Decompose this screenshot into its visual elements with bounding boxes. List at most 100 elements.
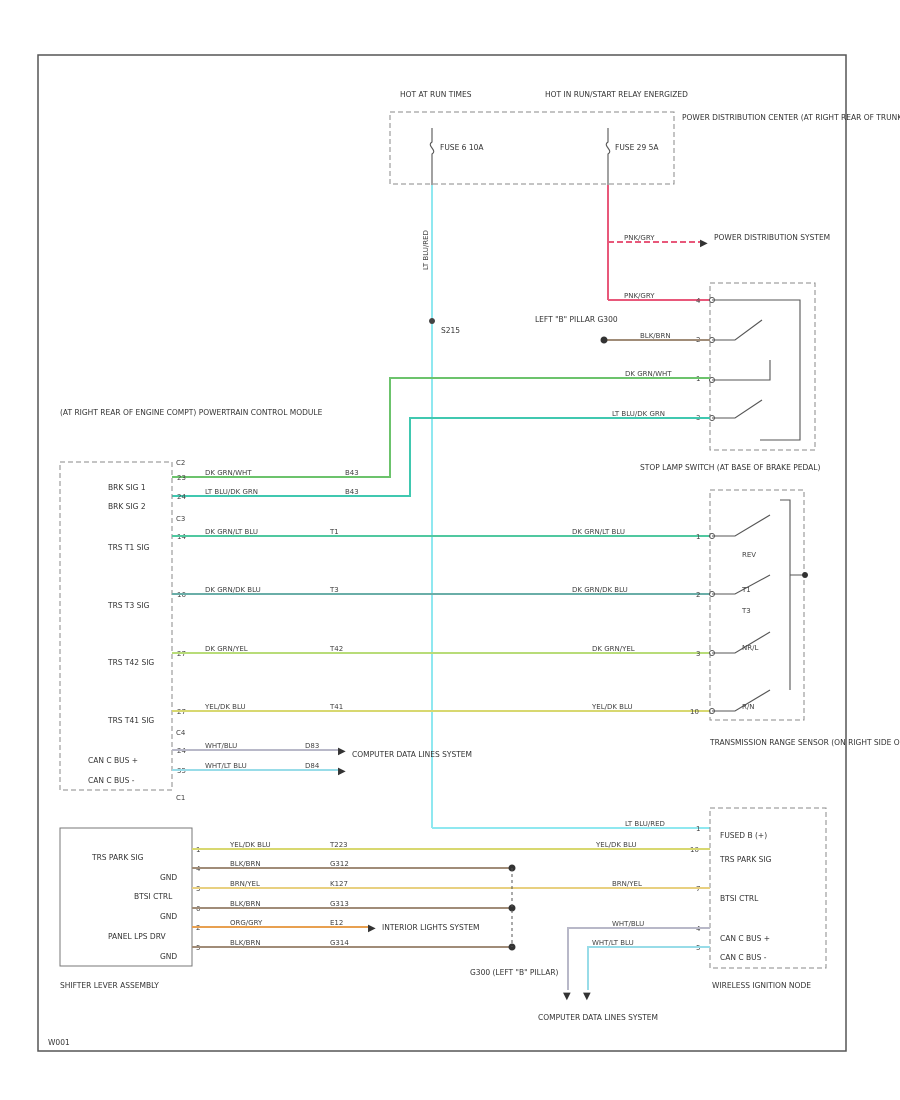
cdl-bottom-label: COMPUTER DATA LINES SYSTEM	[538, 1013, 658, 1022]
code-t3: T3	[329, 586, 339, 594]
cdl-bottom-arrow-1: ▼	[563, 991, 571, 1002]
trs-pos-t1: T1	[741, 586, 751, 594]
wire-label-wht-lt-blu-wim: WHT/LT BLU	[592, 939, 634, 947]
wire-label-yel-dk-blu-l: YEL/DK BLU	[204, 703, 246, 711]
trs-pin-2: 2	[696, 591, 700, 599]
wire-wht-blu-wim	[567, 927, 710, 990]
wire-label-pnk-gry-b: PNK/GRY	[624, 292, 655, 300]
trs-node-3	[709, 650, 715, 656]
pcm-c1-label: C1	[176, 794, 185, 802]
trs-common-dot	[802, 572, 808, 578]
shifter-pin-trs-park: TRS PARK SIG	[91, 853, 144, 862]
cdl-bottom-arrow-2: ▼	[583, 991, 591, 1002]
code-t41: T41	[329, 703, 343, 711]
wire-lt-blu-dk-grn-brk2	[172, 417, 710, 497]
code-b43b: B43	[345, 488, 359, 496]
wim-pin-canc-minus: CAN C BUS -	[720, 953, 767, 962]
splice-s215-label: S215	[441, 326, 460, 335]
wire-label-blk-brn-s3: BLK/BRN	[230, 939, 261, 947]
pcm-c4-label: C4	[176, 729, 186, 737]
wire-dk-grn-wht-brk1	[172, 377, 710, 478]
pcm-pin-trst42: TRS T42 SIG	[107, 658, 154, 667]
pcm-cav-2: 24	[177, 493, 186, 501]
pcm-cav-1: 23	[177, 474, 186, 482]
pcm-pin-canc-plus: CAN C BUS +	[88, 756, 138, 765]
pcm-c3-label: C3	[176, 515, 185, 523]
switch-node-3	[709, 377, 715, 383]
code-e12: E12	[330, 919, 343, 927]
wire-label-pnk-gry-a: PNK/GRY	[624, 234, 655, 242]
code-t223: T223	[329, 841, 348, 849]
pcm-pin-canc-minus: CAN C BUS -	[88, 776, 135, 785]
cdl-mid-label: COMPUTER DATA LINES SYSTEM	[352, 750, 472, 759]
wire-label-brn-yel-wim: BRN/YEL	[612, 880, 642, 888]
g300-splice-2	[508, 904, 516, 912]
wire-wht-lt-blu-wim	[587, 946, 710, 990]
wire-label-lt-blu-dk-grn-sw: LT BLU/DK GRN	[612, 410, 665, 418]
code-g314: G314	[330, 939, 349, 947]
code-t1: T1	[329, 528, 339, 536]
wire-label-lt-blu-red-v: LT BLU/RED	[422, 230, 430, 270]
fuse-29-label: FUSE 29 5A	[615, 143, 659, 152]
wim-pin-trs-park: TRS PARK SIG	[719, 855, 772, 864]
wire-label-blk-brn-s2: BLK/BRN	[230, 900, 261, 908]
wim-label: WIRELESS IGNITION NODE	[712, 981, 811, 990]
stop-lamp-switch-label: STOP LAMP SWITCH (AT BASE OF BRAKE PEDAL…	[640, 463, 820, 472]
wire-label-blk-brn-sw: BLK/BRN	[640, 332, 671, 340]
trs-pos-rev: REV	[742, 551, 756, 559]
wire-label-wht-blu-wim: WHT/BLU	[612, 920, 644, 928]
wim-cav-1: 1	[696, 825, 700, 833]
wire-label-brn-yel-s: BRN/YEL	[230, 880, 260, 888]
trs-pos-t3: T3	[741, 607, 751, 615]
wire-label-wht-blu-can: WHT/BLU	[205, 742, 237, 750]
cdl-arrow-1: ▶	[338, 746, 346, 757]
ext-lights-label: INTERIOR LIGHTS SYSTEM	[382, 923, 480, 932]
trs-switches	[712, 499, 805, 712]
wim-pin-btsi: BTSI CTRL	[720, 894, 759, 903]
trs-pos-nrl: NR/L	[742, 644, 758, 652]
sw-pin-4: 4	[696, 297, 701, 305]
shifter-box	[59, 827, 193, 967]
pcm-pin-trst41: TRS T41 SIG	[107, 716, 154, 725]
diagram-frame	[37, 54, 847, 1052]
wire-label-wht-lt-blu-can: WHT/LT BLU	[205, 762, 247, 770]
hot-at-run-label: HOT AT RUN TIMES	[400, 90, 472, 99]
fuse-6-label: FUSE 6 10A	[440, 143, 484, 152]
wire-label-dk-grn-lt-blu-r: DK GRN/LT BLU	[572, 528, 625, 536]
shifter-pin-gnd2: GND	[160, 912, 177, 921]
wim-pin-fused: FUSED B (+)	[720, 831, 767, 840]
switch-contact-upper	[712, 299, 801, 441]
code-d83: D83	[305, 742, 319, 750]
trs-label: TRANSMISSION RANGE SENSOR (ON RIGHT SIDE…	[709, 738, 900, 747]
pcm-label: (AT RIGHT REAR OF ENGINE COMPT) POWERTRA…	[60, 408, 323, 417]
hot-in-run-label: HOT IN RUN/START RELAY ENERGIZED	[545, 90, 688, 99]
pds-arrow: ▶	[700, 238, 708, 249]
trs-box	[709, 489, 805, 721]
code-t42: T42	[329, 645, 343, 653]
wire-label-dk-grn-dk-blu-r: DK GRN/DK BLU	[572, 586, 628, 594]
trs-pos-rn: R/N	[742, 703, 754, 711]
cdl-arrow-2: ▶	[338, 766, 346, 777]
wim-pin-canc-plus: CAN C BUS +	[720, 934, 770, 943]
pcm-pin-trst1: TRS T1 SIG	[107, 543, 150, 552]
trs-node-2	[709, 591, 715, 597]
trs-pin-3: 3	[696, 650, 700, 658]
stop-lamp-switch-box	[709, 282, 816, 451]
pds-label: POWER DISTRIBUTION SYSTEM	[714, 233, 830, 242]
g300-top-label: LEFT "B" PILLAR G300	[535, 315, 618, 324]
wire-label-lt-blu-dk-grn-pcm: LT BLU/DK GRN	[205, 488, 258, 496]
pcm-box	[59, 461, 173, 791]
power-distribution-center-box	[389, 111, 675, 185]
pcm-c2-label: C2	[176, 459, 185, 467]
splice-s215-dot	[429, 318, 435, 324]
shifter-pin-gnd3: GND	[160, 952, 177, 961]
trs-pin-10: 10	[690, 708, 699, 716]
shifter-pin-panel: PANEL LPS DRV	[108, 932, 167, 941]
wire-label-blk-brn-s1: BLK/BRN	[230, 860, 261, 868]
pcm-pin-brk1: BRK SIG 1	[108, 483, 146, 492]
code-g312: G312	[330, 860, 349, 868]
wire-label-dk-grn-yel-r: DK GRN/YEL	[592, 645, 635, 653]
switch-node-1	[709, 297, 715, 303]
g300-top-dot	[600, 336, 608, 344]
